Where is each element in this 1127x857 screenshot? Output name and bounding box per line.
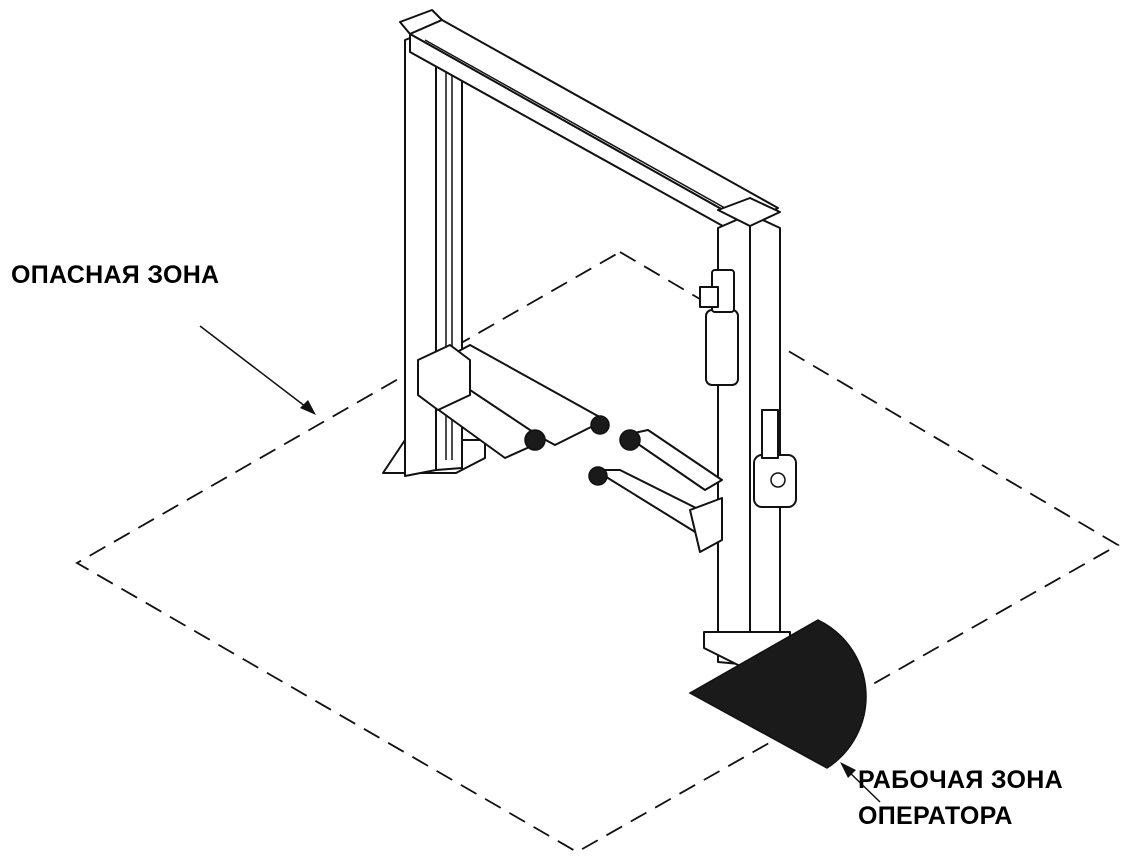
operator-zone-label-line1: РАБОЧАЯ ЗОНА	[858, 766, 1063, 794]
left-lift-arms	[417, 344, 610, 459]
operator-zone-label: РАБОЧАЯ ЗОНА ОПЕРАТОРА	[858, 762, 1063, 834]
operator-zone-label-line2: ОПЕРАТОРА	[858, 802, 1013, 830]
right-lift-arms	[588, 429, 723, 553]
danger-zone-label: ОПАСНАЯ ЗОНА	[11, 261, 220, 289]
arrow-danger-zone	[199, 325, 316, 415]
crossbeam	[409, 19, 779, 241]
hydraulic-cylinder	[699, 269, 739, 386]
arrow-operator-zone	[840, 762, 881, 803]
operator-zone-area	[688, 619, 867, 769]
control-box	[753, 409, 797, 508]
